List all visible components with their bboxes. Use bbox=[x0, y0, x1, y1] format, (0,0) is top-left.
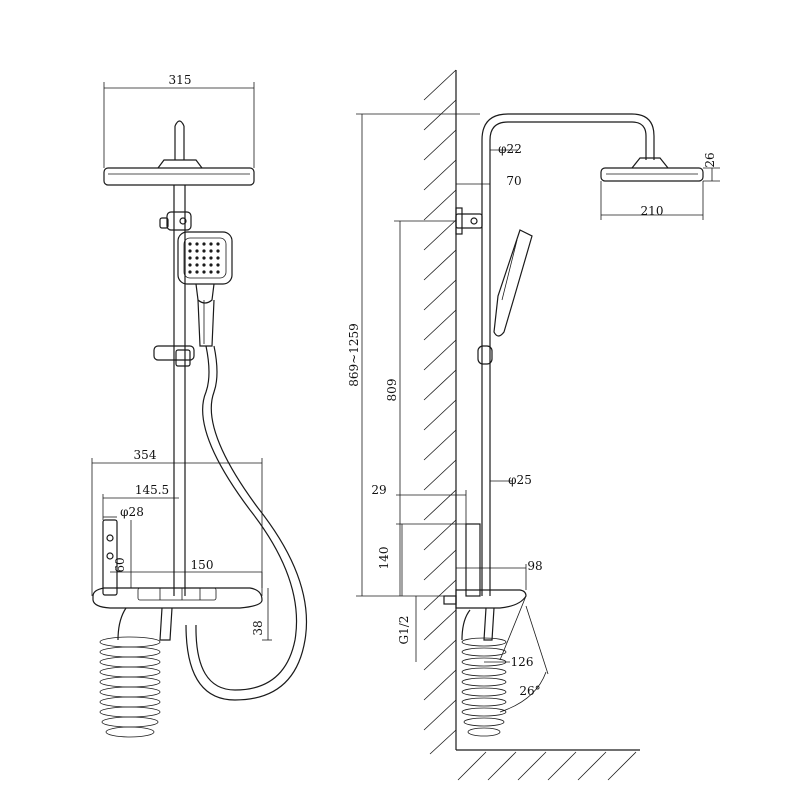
dim-shelf-depth: 98 bbox=[527, 559, 542, 573]
dim-head-width-front: 315 bbox=[169, 73, 192, 87]
dim-knob-height: 60 bbox=[113, 557, 127, 572]
front-upper-bracket bbox=[159, 211, 192, 231]
dim-knob-depth: 29 bbox=[371, 483, 386, 497]
dim-wall-offset: 70 bbox=[506, 174, 521, 188]
dim-bracket-height: 809 bbox=[385, 379, 399, 402]
front-riser-pipe bbox=[173, 185, 186, 596]
side-wall-bracket bbox=[455, 207, 483, 235]
wall-hatching bbox=[423, 69, 637, 781]
dim-riser-diameter: φ25 bbox=[508, 473, 532, 487]
front-dimension-lines bbox=[91, 82, 272, 641]
side-rain-shower-head bbox=[600, 157, 704, 182]
side-wall bbox=[423, 69, 640, 781]
hand-shower-nozzle-grid bbox=[188, 242, 220, 274]
side-view: 869~1259 809 φ22 70 26 210 29 φ25 140 98… bbox=[347, 69, 720, 781]
front-thermostat-knob bbox=[102, 519, 118, 596]
front-shower-hose bbox=[185, 345, 308, 701]
dim-arm-diameter: φ22 bbox=[498, 142, 522, 156]
dim-head-width-side: 210 bbox=[641, 204, 664, 218]
dim-total-width-front: 354 bbox=[134, 448, 157, 462]
side-coiled-hose bbox=[461, 609, 507, 737]
side-hand-shower bbox=[477, 229, 533, 365]
dim-mixer-height: 140 bbox=[377, 547, 391, 570]
front-view: 315 354 145.5 φ28 60 150 38 bbox=[91, 73, 308, 738]
dim-head-thickness: 26 bbox=[703, 152, 717, 167]
front-top-pipe bbox=[174, 120, 185, 160]
front-slider-holder bbox=[153, 345, 195, 367]
dim-adjustable-height: 869~1259 bbox=[347, 323, 361, 387]
dim-spout-angle: 26° bbox=[519, 684, 540, 698]
dim-shelf-width: 150 bbox=[191, 558, 214, 572]
dim-thread-size: G1/2 bbox=[397, 616, 411, 645]
dim-spout-length: 126 bbox=[511, 655, 534, 669]
dim-knob-diameter: φ28 bbox=[120, 505, 144, 519]
dim-knob-offset: 145.5 bbox=[135, 483, 169, 497]
front-rain-shower-head bbox=[103, 159, 255, 186]
front-shelf-mixer bbox=[92, 587, 263, 641]
dim-shelf-height: 38 bbox=[251, 620, 265, 635]
side-dimension-lines bbox=[356, 113, 720, 713]
front-coiled-hose bbox=[99, 636, 161, 738]
front-hand-shower bbox=[177, 231, 233, 347]
